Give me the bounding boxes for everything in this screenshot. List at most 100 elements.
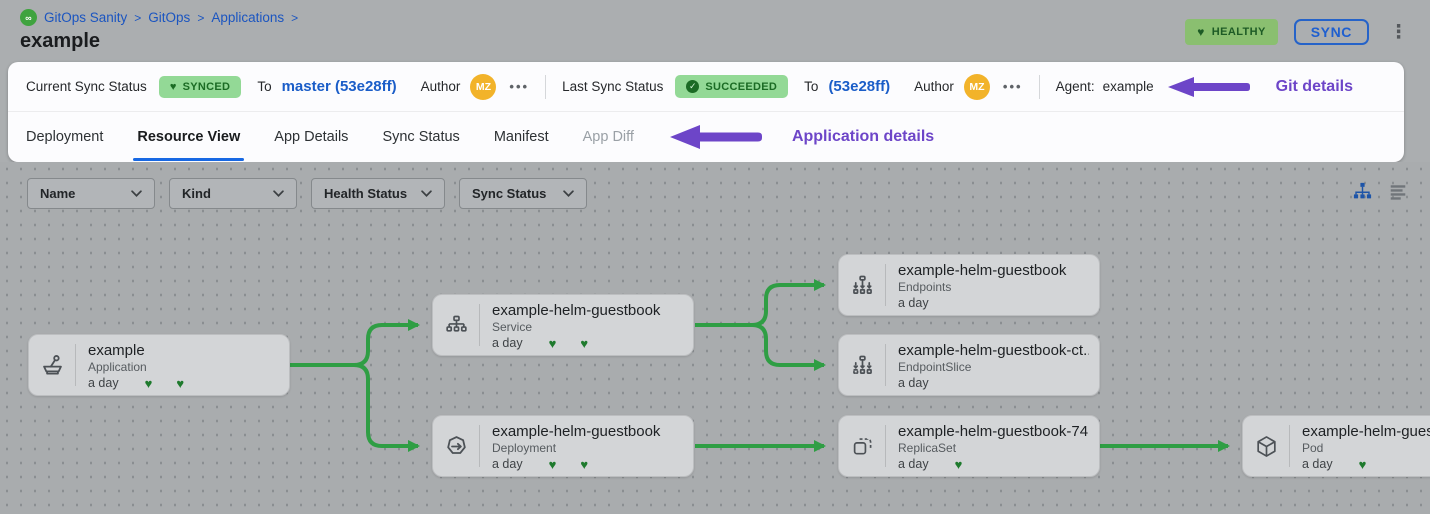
page-header: ∞ GitOps Sanity > GitOps > Applications … (0, 0, 1430, 62)
synced-badge: ♥ SYNCED (158, 75, 242, 98)
succeeded-badge-label: SUCCEEDED (705, 80, 778, 93)
author-label: Author (420, 79, 461, 94)
resource-tree-canvas: Name Kind Health Status Sync Status (0, 162, 1430, 514)
tab-deployment[interactable]: Deployment (26, 128, 104, 145)
endpointslice-icon (839, 335, 885, 395)
node-age: a day (88, 376, 119, 390)
breadcrumb: ∞ GitOps Sanity > GitOps > Applications … (20, 9, 305, 26)
tab-resource-view[interactable]: Resource View (133, 112, 245, 161)
author-label: Author (914, 79, 954, 94)
more-commit-info-icon[interactable]: ••• (509, 79, 530, 94)
name-filter-label: Name (40, 186, 76, 201)
node-body: example-helm-guest Pod a day ♥ (1290, 416, 1430, 476)
sync-heart-icon: ♥ (580, 335, 589, 351)
breadcrumb-applications[interactable]: Applications (211, 10, 285, 25)
resource-node-application[interactable]: example Application a day ♥ ♥ (28, 334, 290, 396)
node-kind: EndpointSlice (898, 360, 972, 374)
node-kind: Service (492, 320, 533, 334)
node-age: a day (898, 376, 929, 390)
current-sync-status-label: Current Sync Status (26, 79, 147, 94)
tree-view-icon[interactable] (1352, 181, 1373, 202)
node-body: example-helm-guestbook-74... ReplicaSet … (886, 416, 1099, 476)
node-age: a day (492, 457, 523, 471)
to-label: To (257, 79, 272, 94)
tab-app-diff[interactable]: App Diff (582, 128, 634, 145)
heart-icon: ♥ (169, 80, 177, 93)
breadcrumb-gitops[interactable]: GitOps (148, 10, 191, 25)
breadcrumb-gitops-sanity[interactable]: GitOps Sanity (44, 10, 128, 25)
health-status-badge: ♥ HEALTHY (1185, 19, 1278, 45)
divider (885, 425, 886, 467)
chevron-down-icon (273, 190, 284, 197)
node-kind: Application (88, 360, 147, 374)
tab-manifest[interactable]: Manifest (493, 128, 549, 145)
node-kind: Deployment (492, 441, 557, 455)
divider (885, 264, 886, 306)
breadcrumb-separator: > (291, 10, 299, 25)
current-revision-link[interactable]: master (53e28ff) (281, 78, 397, 95)
node-kind: Pod (1302, 441, 1324, 455)
breadcrumb-separator: > (134, 10, 142, 25)
last-sync-status-label: Last Sync Status (562, 79, 664, 94)
divider (75, 344, 76, 386)
chevron-down-icon (131, 190, 142, 197)
header-controls: ♥ HEALTHY SYNC ⋮ (1185, 19, 1412, 45)
app-tabs: Deployment Resource View App Details Syn… (8, 112, 1404, 161)
to-label: To (804, 79, 819, 94)
gitops-logo-icon: ∞ (20, 9, 37, 26)
node-meta: a day (898, 376, 1089, 390)
node-meta: a day ♥ (898, 457, 1089, 471)
divider (545, 74, 547, 99)
author-avatar: MZ (963, 73, 990, 100)
health-heart-icon: ♥ (548, 456, 557, 472)
list-view-icon[interactable] (1388, 182, 1408, 202)
resource-node-deployment[interactable]: example-helm-guestbook Deployment a day … (432, 415, 694, 477)
agent-label: Agent: (1055, 79, 1095, 94)
node-kind: ReplicaSet (898, 441, 957, 455)
health-status-filter-dropdown[interactable]: Health Status (311, 178, 445, 209)
name-filter-dropdown[interactable]: Name (27, 178, 155, 209)
node-title: example-helm-guestbook-ct... (898, 342, 1089, 359)
resource-node-endpoints[interactable]: example-helm-guestbook Endpoints a day (838, 254, 1100, 316)
synced-badge-label: SYNCED (182, 80, 231, 93)
more-options-kebab-icon[interactable]: ⋮ (1389, 21, 1408, 43)
sync-status-filter-dropdown[interactable]: Sync Status (459, 178, 587, 209)
health-status-label: HEALTHY (1211, 26, 1266, 38)
node-body: example Application a day ♥ ♥ (76, 335, 289, 395)
divider (479, 425, 480, 467)
application-details-annotation: Application details (791, 127, 935, 145)
divider (885, 344, 886, 386)
health-heart-icon: ♥ (954, 456, 963, 472)
node-meta: a day ♥ ♥ (492, 457, 683, 471)
node-title: example-helm-guest (1302, 423, 1430, 440)
node-body: example-helm-guestbook Service a day ♥ ♥ (480, 295, 693, 355)
health-heart-icon: ♥ (548, 335, 557, 351)
divider (1038, 74, 1040, 99)
health-heart-icon: ♥ (144, 375, 153, 391)
git-details-annotation: Git details (1275, 77, 1353, 95)
resource-node-endpointslice[interactable]: example-helm-guestbook-ct... EndpointSli… (838, 334, 1100, 396)
annotation-arrow-left-icon (669, 124, 762, 149)
node-age: a day (898, 296, 929, 310)
resource-node-pod[interactable]: example-helm-guest Pod a day ♥ (1242, 415, 1430, 477)
sync-status-filter-label: Sync Status (472, 186, 547, 201)
node-body: example-helm-guestbook Endpoints a day (886, 255, 1099, 315)
health-heart-icon: ♥ (1358, 456, 1367, 472)
resource-node-service[interactable]: example-helm-guestbook Service a day ♥ ♥ (432, 294, 694, 356)
check-circle-icon: ✓ (686, 80, 700, 93)
page-title: example (20, 30, 101, 52)
node-title: example (88, 342, 145, 359)
chevron-down-icon (421, 190, 432, 197)
app-details-card: Current Sync Status ♥ SYNCED To master (… (8, 62, 1404, 162)
health-status-filter-label: Health Status (324, 186, 408, 201)
kind-filter-dropdown[interactable]: Kind (169, 178, 297, 209)
node-meta: a day ♥ (1302, 457, 1430, 471)
last-revision-link[interactable]: (53e28ff) (828, 78, 891, 95)
sync-button[interactable]: SYNC (1293, 19, 1369, 45)
tab-app-details[interactable]: App Details (274, 128, 349, 145)
more-commit-info-icon[interactable]: ••• (1002, 79, 1023, 94)
tab-sync-status[interactable]: Sync Status (382, 128, 460, 145)
service-icon (433, 295, 479, 355)
deployment-icon (433, 416, 479, 476)
resource-node-replicaset[interactable]: example-helm-guestbook-74... ReplicaSet … (838, 415, 1100, 477)
